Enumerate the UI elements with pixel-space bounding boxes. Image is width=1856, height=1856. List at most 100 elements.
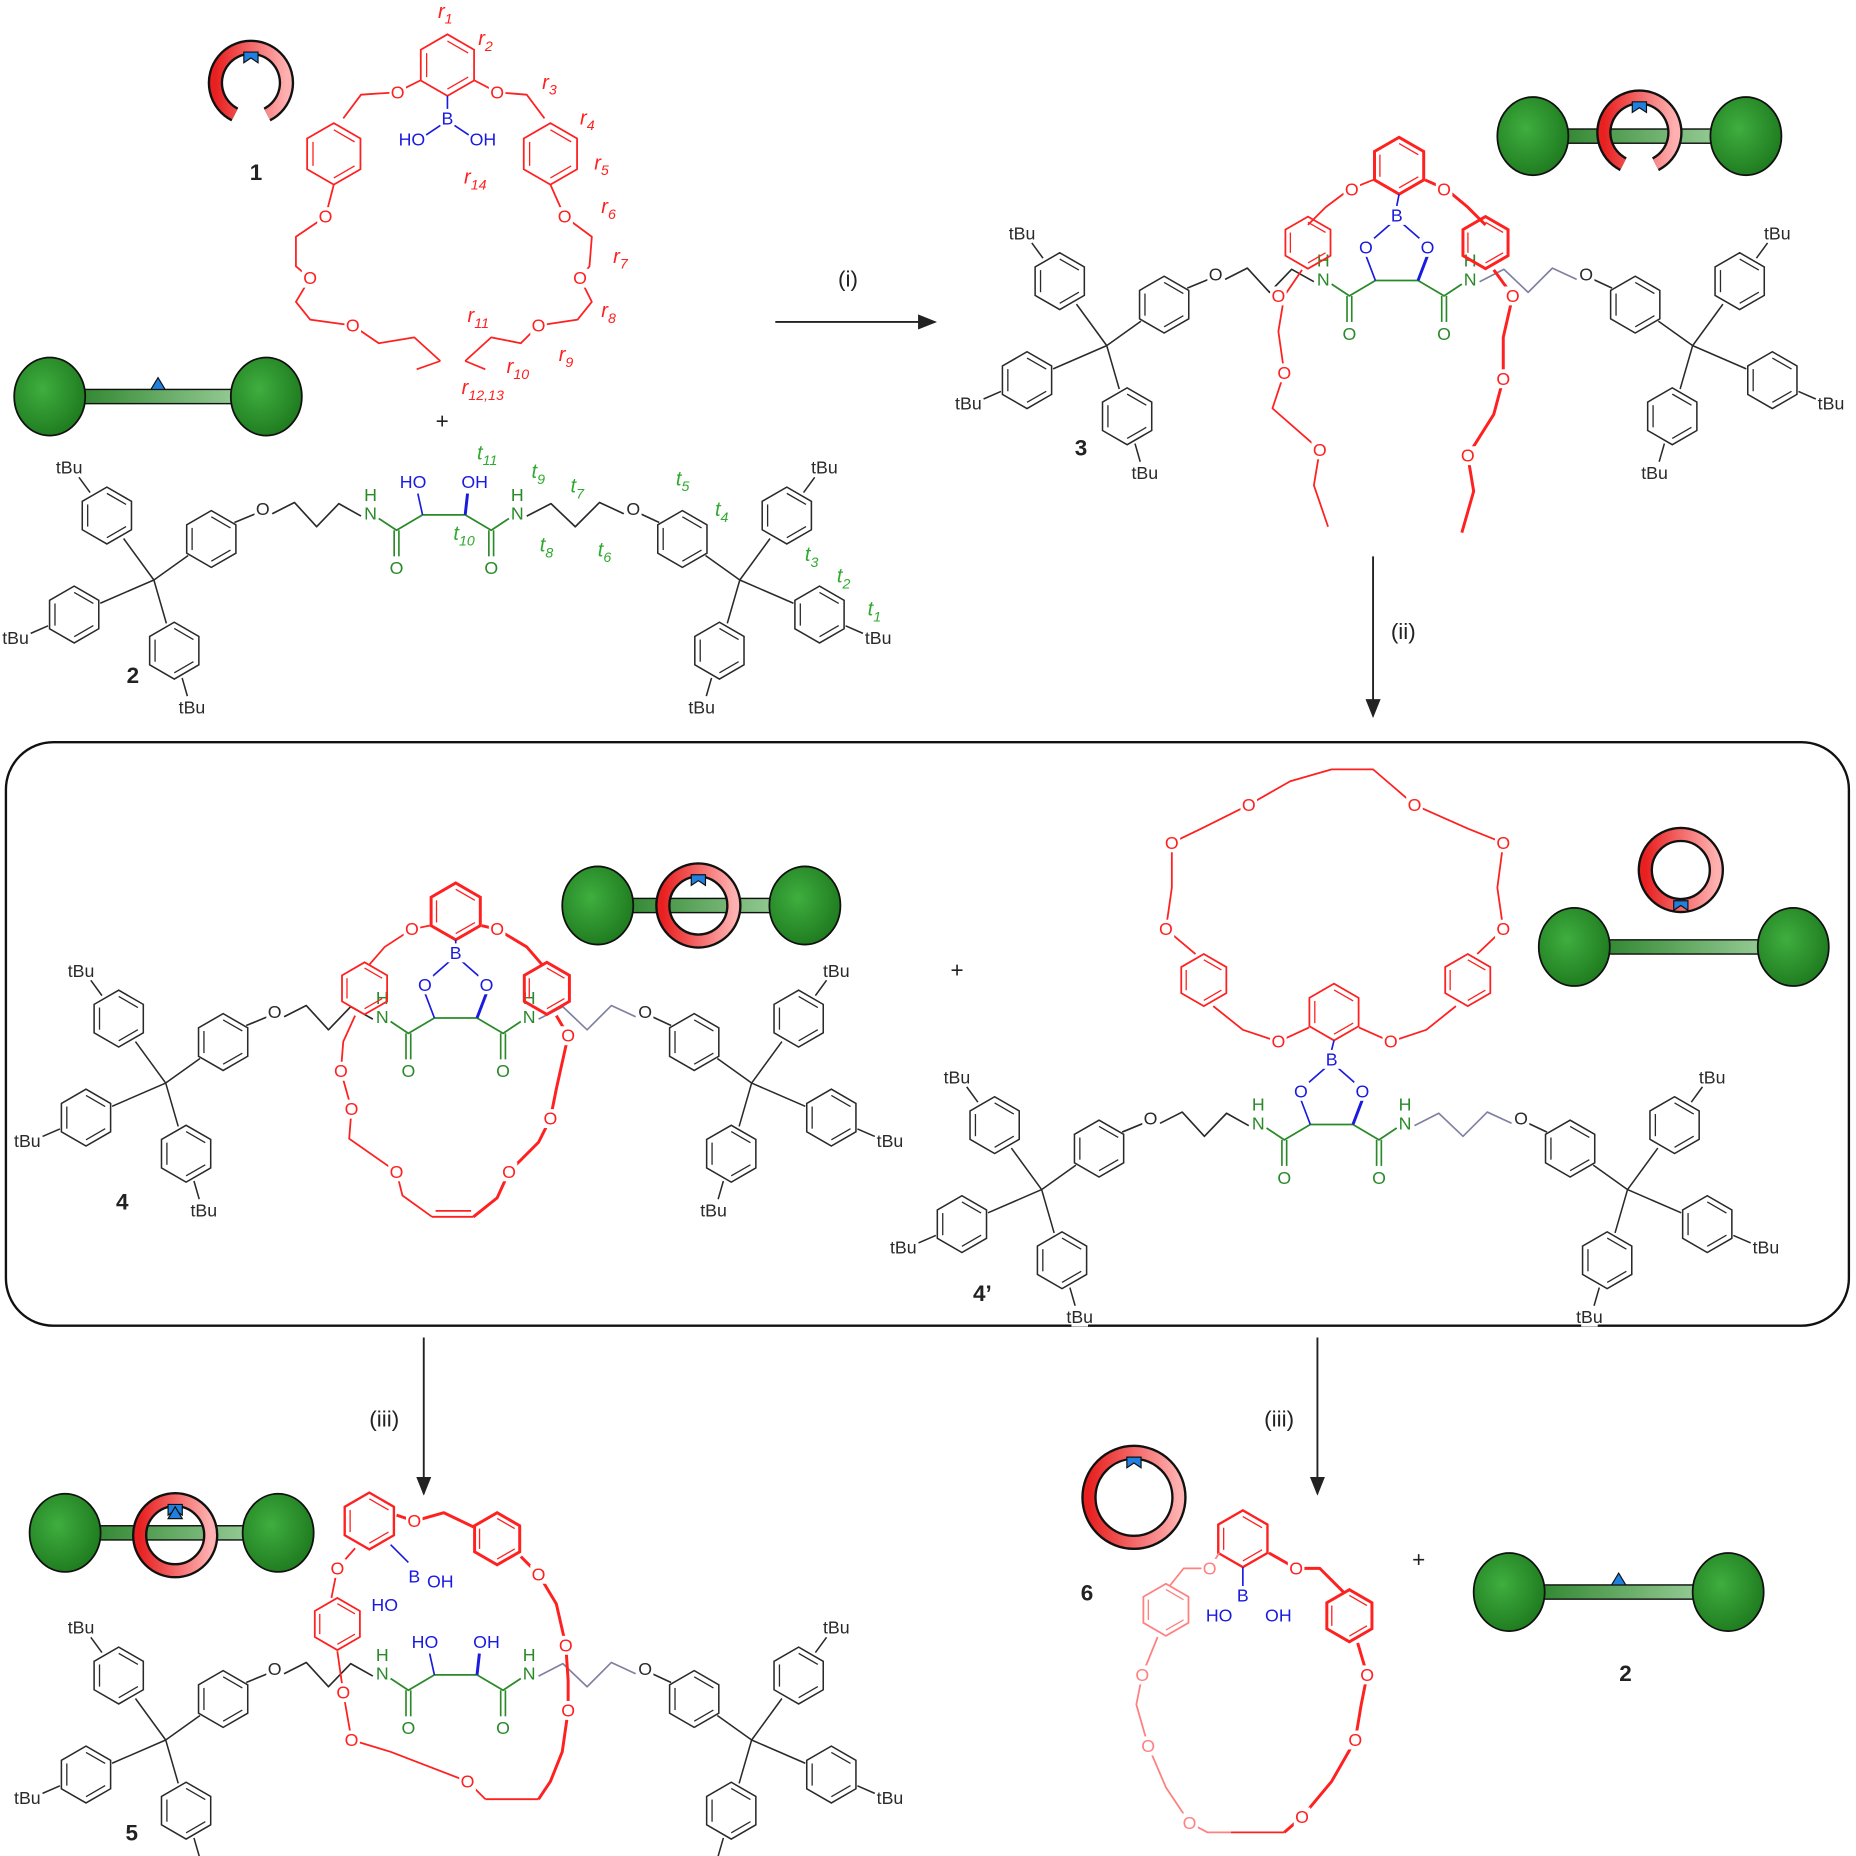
bond xyxy=(78,476,91,494)
atom-background xyxy=(1181,1813,1198,1833)
ether-oxygen: O xyxy=(334,1061,348,1081)
index-subscript: 9 xyxy=(537,472,545,488)
tbu-group: tBu xyxy=(1699,1067,1726,1087)
atom-background xyxy=(1703,1067,1721,1087)
ether-oxygen: O xyxy=(573,268,587,288)
atom-background xyxy=(488,919,506,939)
atom-background xyxy=(1071,1307,1089,1327)
atom-o: O xyxy=(638,1659,652,1679)
ether-oxygen: O xyxy=(1461,446,1475,466)
macrocycle-chain xyxy=(1460,269,1515,534)
atom-o: O xyxy=(638,1002,652,1022)
macrocycle-chain xyxy=(340,1015,433,1218)
atom-background xyxy=(1315,269,1332,289)
bond xyxy=(1307,252,1326,264)
thread-position-label: t8 xyxy=(540,535,554,562)
carbonyl-oxygen: O xyxy=(1372,1168,1386,1188)
boron-atom: B xyxy=(1326,1049,1338,1069)
macrocycle-chain xyxy=(1268,1551,1345,1594)
aryl-ring xyxy=(60,1088,112,1147)
atom-background xyxy=(816,458,833,478)
atom-background xyxy=(388,558,405,578)
cartoons xyxy=(13,39,1830,1632)
aryl-ring xyxy=(93,989,145,1048)
atom-background xyxy=(1270,286,1287,306)
atom-background xyxy=(459,1771,476,1791)
thread-position-label: t4 xyxy=(715,499,729,526)
index-letter: t xyxy=(540,535,547,557)
thread-position-label: t3 xyxy=(805,544,819,571)
aryl-ring xyxy=(1138,275,1190,334)
ring-position-label: r9 xyxy=(559,344,574,371)
bond xyxy=(364,967,383,979)
bond xyxy=(651,1016,672,1027)
atom-background xyxy=(520,1007,538,1027)
hydroxyl: OH xyxy=(427,1571,454,1591)
bond xyxy=(1333,989,1354,1002)
atom-o: O xyxy=(1209,265,1223,285)
atom-n: N xyxy=(523,1007,536,1027)
atom-background xyxy=(1341,324,1358,344)
bond xyxy=(730,1164,751,1177)
index-subscript: 4 xyxy=(721,510,729,526)
boronate-oxygen: O xyxy=(1421,237,1435,257)
tbu-group: tBu xyxy=(2,628,29,648)
aryl-ring xyxy=(805,1088,857,1147)
bond xyxy=(831,1751,851,1765)
atom-background xyxy=(1136,463,1154,483)
ether-oxygen: O xyxy=(336,1683,350,1703)
aryl-ring xyxy=(773,1646,825,1705)
cartoon-ring-3 xyxy=(1596,89,1683,172)
aryl-ring xyxy=(160,1781,212,1840)
ether-oxygen: O xyxy=(1496,833,1510,853)
atom-background xyxy=(1207,265,1224,285)
index-letter: r xyxy=(601,300,609,322)
atom-n: N xyxy=(1252,1113,1265,1133)
atom-n: N xyxy=(1317,269,1330,289)
bond xyxy=(1692,344,1747,370)
atom-n: N xyxy=(511,504,524,524)
stopper-bead xyxy=(13,356,87,437)
alkyl-chain xyxy=(538,1661,636,1688)
ether-oxygen: O xyxy=(405,919,419,939)
carbonyl-oxygen: O xyxy=(496,1061,510,1081)
atom-background xyxy=(1234,1586,1252,1606)
cartoon-rotaxane-4 xyxy=(561,865,842,946)
aryl-ring xyxy=(1609,275,1661,334)
bond xyxy=(1467,959,1486,971)
compound-labels: 1 2 3 4 4’ 5 6 2 xyxy=(116,160,1632,1846)
bond xyxy=(1416,255,1429,282)
bond xyxy=(550,129,572,143)
aryl-ring xyxy=(473,1511,522,1567)
diol-site-icon xyxy=(167,1505,184,1520)
bond xyxy=(682,516,702,529)
boronate-oxygen: O xyxy=(418,975,432,995)
bond xyxy=(1658,443,1666,462)
atom-background xyxy=(1494,833,1512,853)
tartramide-core xyxy=(1331,279,1463,297)
macrocycle-chain xyxy=(295,184,441,362)
bond xyxy=(1527,1122,1548,1133)
bond xyxy=(1733,1234,1752,1244)
atom-background xyxy=(1769,223,1786,243)
atom-background xyxy=(705,1201,722,1221)
atom-background xyxy=(334,1683,352,1703)
atom-background xyxy=(828,961,845,981)
bond xyxy=(337,1633,356,1645)
stopper-bead xyxy=(1691,1552,1765,1632)
bond xyxy=(751,1698,783,1741)
ether-oxygen: O xyxy=(1277,363,1291,383)
atom-background xyxy=(488,82,506,102)
compound-label-6: 6 xyxy=(1081,1580,1094,1605)
boronic-acid-site-icon xyxy=(1631,101,1648,114)
bond xyxy=(994,1102,1015,1115)
index-subscript: 12,13 xyxy=(468,388,504,404)
arrow-label-iii-left: (iii) xyxy=(369,1406,399,1431)
index-subscript: 11 xyxy=(474,316,489,332)
atom-background xyxy=(1323,1049,1340,1069)
bond xyxy=(1163,315,1184,328)
hydroxyl: HO xyxy=(412,1632,439,1652)
bond xyxy=(717,1837,725,1856)
cartoon-axle-2 xyxy=(13,356,303,437)
